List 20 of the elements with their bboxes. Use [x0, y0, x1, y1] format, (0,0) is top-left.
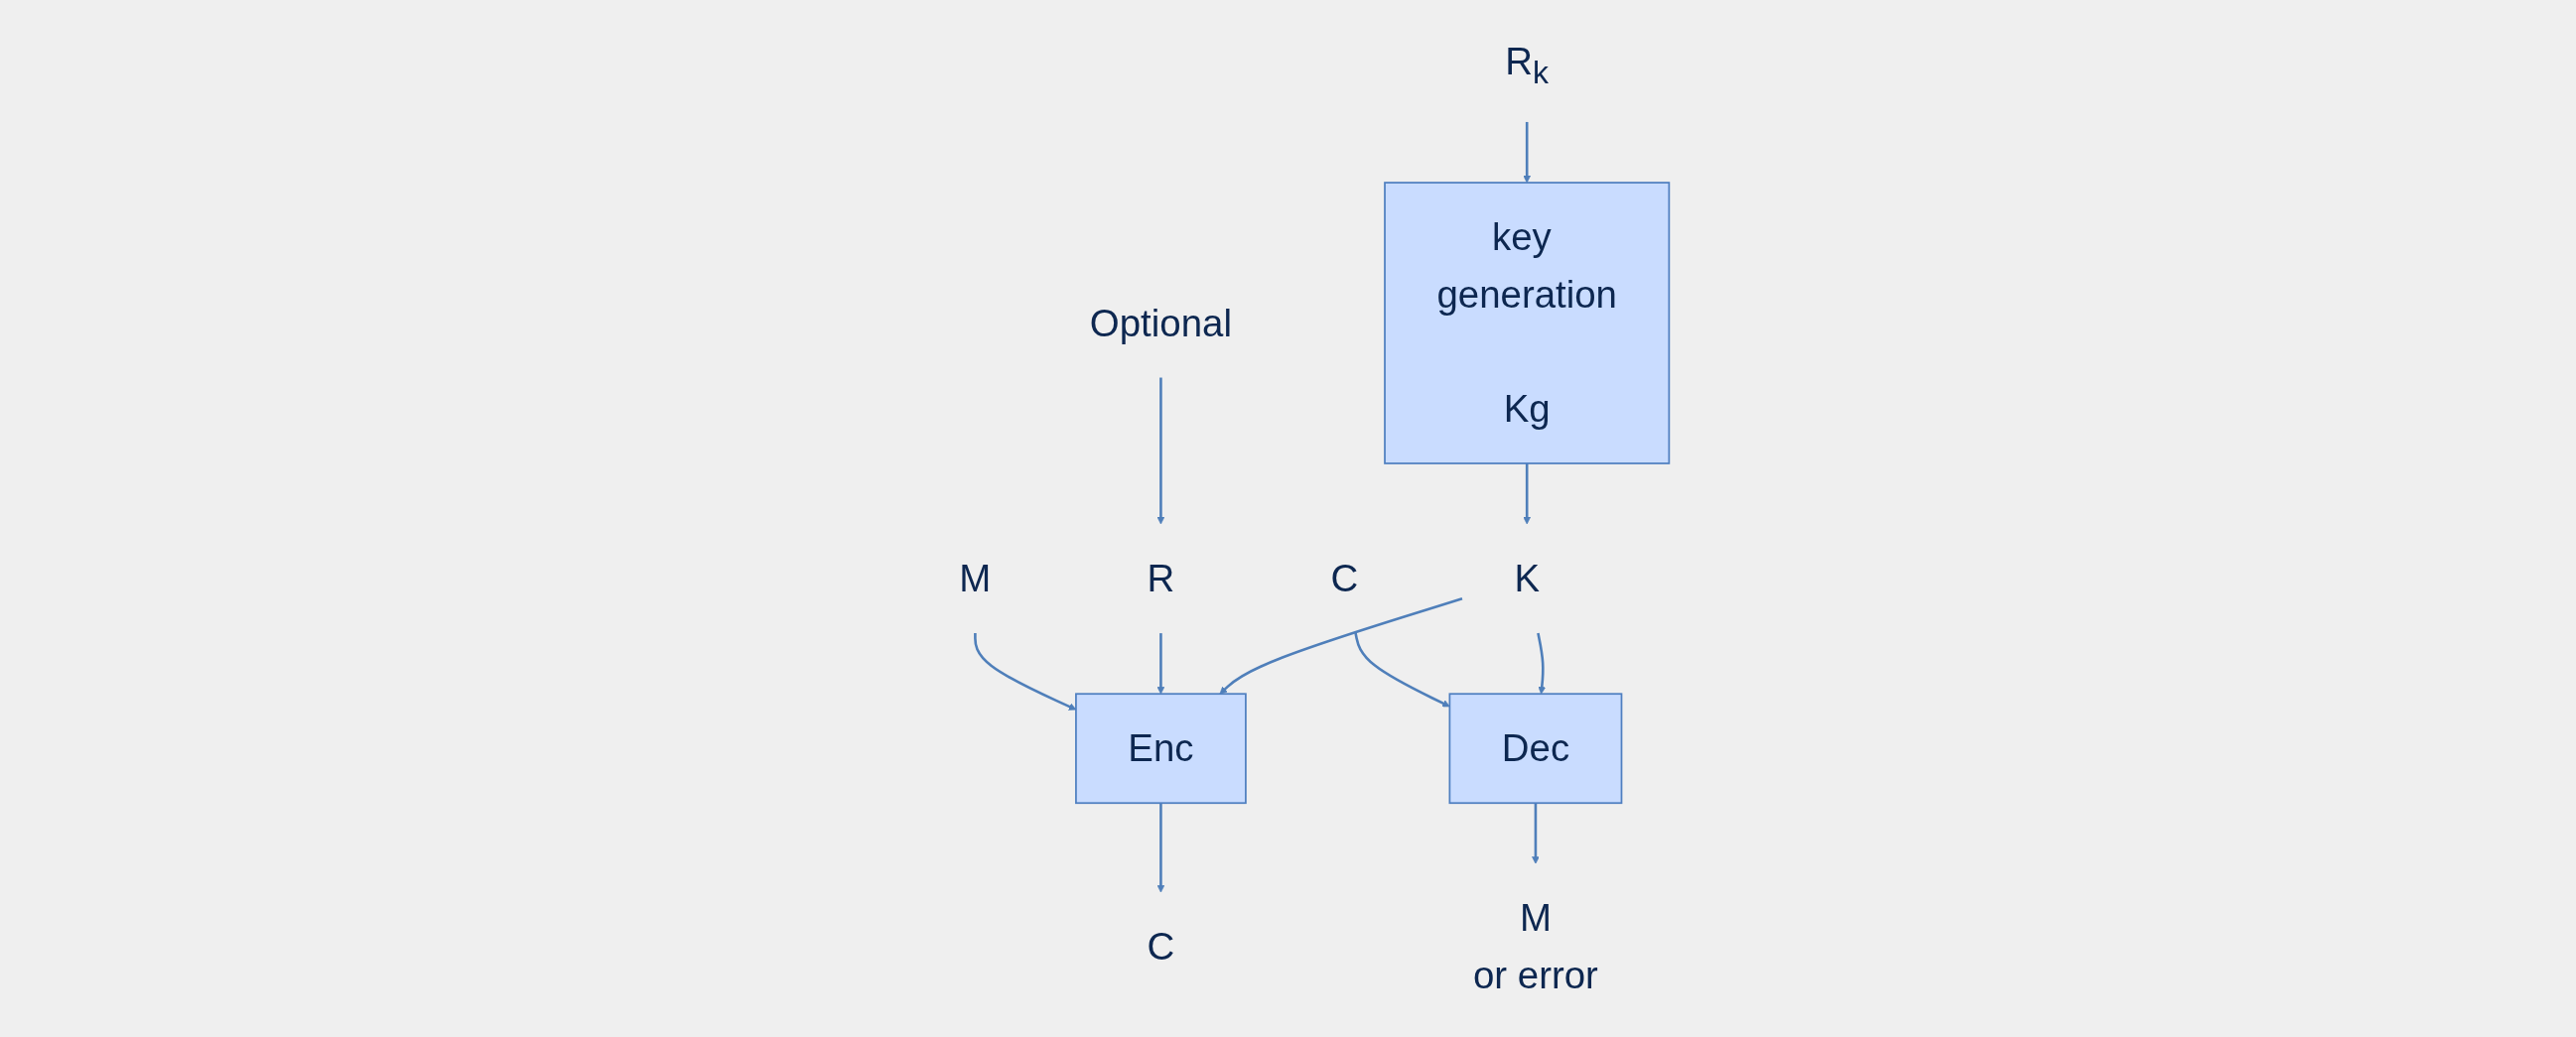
node-text: R: [1147, 557, 1175, 600]
arrow: [1156, 377, 1165, 525]
node-text: M or error: [1472, 896, 1598, 996]
node-text: Optional: [1089, 301, 1232, 344]
arrow: [1531, 803, 1540, 864]
node-box: key generation Kg: [1383, 182, 1671, 464]
arrow: [1536, 632, 1546, 695]
node-box: Dec: [1448, 693, 1623, 805]
arrow: [1156, 633, 1165, 695]
node-box: Enc: [1074, 693, 1247, 805]
node-text: C: [1147, 925, 1175, 969]
node-text: K: [1514, 557, 1540, 600]
arrow: [1156, 803, 1165, 893]
arrow: [1219, 597, 1463, 695]
node-text: R$_{k}$: [1505, 40, 1549, 90]
arrow: [1354, 632, 1450, 708]
node-text: M: [959, 557, 992, 600]
arrow: [1523, 462, 1531, 525]
node-text: C: [1330, 557, 1359, 600]
arrow: [1523, 121, 1531, 184]
